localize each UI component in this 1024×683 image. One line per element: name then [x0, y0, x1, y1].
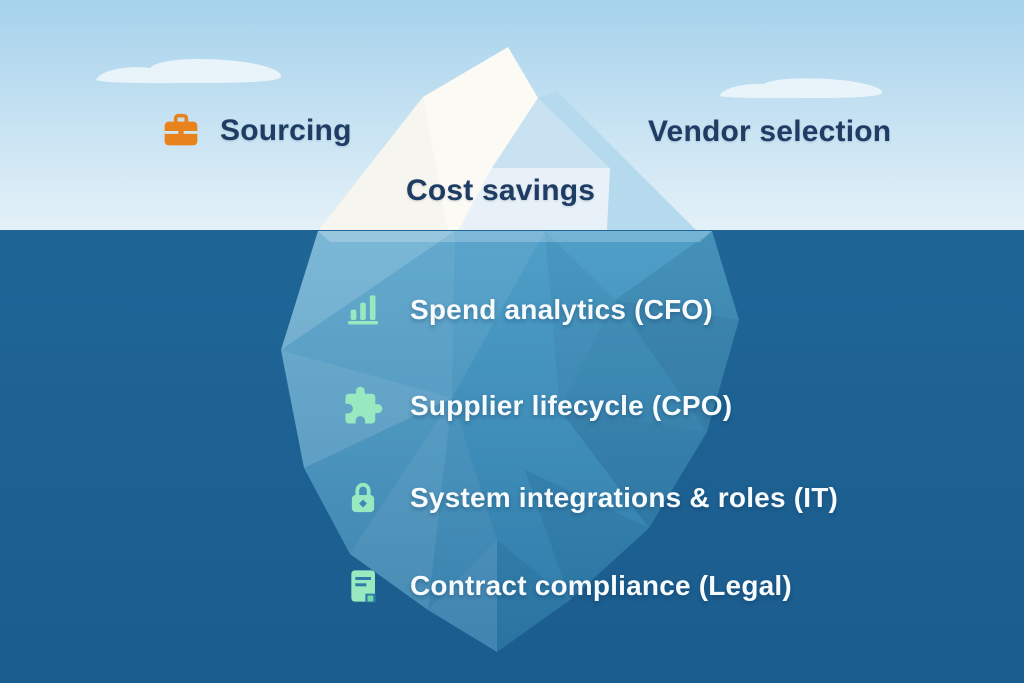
- briefcase-icon: [164, 113, 198, 146]
- spend-analytics-item: Spend analytics (CFO): [342, 288, 713, 332]
- iceberg-underwater: [281, 231, 739, 652]
- system-integrations-item: System integrations & roles (IT): [342, 476, 838, 520]
- spend-analytics-label: Spend analytics (CFO): [410, 294, 713, 325]
- vendor-selection-item: Vendor selection: [648, 112, 891, 152]
- iceberg-tip: [318, 47, 697, 231]
- supplier-lifecycle-label: Supplier lifecycle (CPO): [410, 390, 733, 421]
- cloud-right: [720, 78, 883, 99]
- system-integrations-label: System integrations & roles (IT): [410, 482, 839, 513]
- supplier-lifecycle-item: Supplier lifecycle (CPO): [342, 384, 732, 428]
- cloud-left: [96, 59, 282, 84]
- document-icon: [342, 564, 384, 608]
- sourcing-item: Sourcing: [160, 108, 352, 154]
- puzzle-icon: [342, 384, 384, 428]
- contract-compliance-item: Contract compliance (Legal): [342, 564, 792, 608]
- waterline-glow: [318, 231, 712, 242]
- lock-icon: [342, 476, 384, 520]
- contract-compliance-label: Contract compliance (Legal): [410, 570, 792, 601]
- sourcing-label: Sourcing: [220, 114, 352, 147]
- cost-savings-item: Cost savings: [406, 171, 595, 211]
- bar-chart-icon: [342, 288, 384, 332]
- vendor-selection-label: Vendor selection: [648, 115, 892, 148]
- cost-savings-label: Cost savings: [406, 174, 596, 207]
